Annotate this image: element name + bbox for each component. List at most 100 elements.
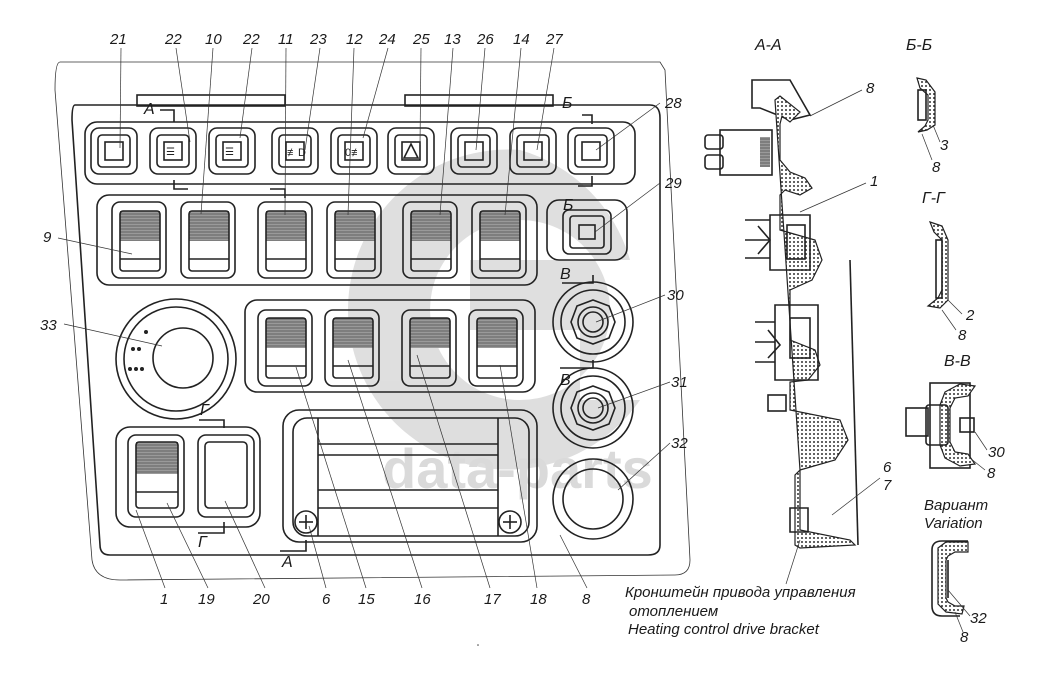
section-marks: А Б Б В В Г Г А — [143, 95, 594, 571]
callout-23: 23 — [309, 31, 327, 48]
callout-17: 17 — [484, 591, 501, 608]
callout-32: 32 — [671, 435, 688, 452]
section-aa: А-А 8 1 6 7 — [704, 37, 892, 549]
rocker-row-2 — [244, 299, 536, 393]
callout-16: 16 — [414, 591, 431, 608]
variant-title-ru: Вариант — [924, 497, 988, 514]
callout-18: 18 — [530, 591, 547, 608]
section-bb-callout-8: 8 — [932, 159, 941, 176]
button-29[interactable] — [546, 199, 628, 261]
section-variant: Вариант Variation 32 8 — [924, 497, 988, 646]
rocker-row-1 — [96, 194, 538, 286]
callout-1: 1 — [160, 591, 168, 608]
section-aa-callout-7: 7 — [883, 477, 892, 494]
rocker-16[interactable] — [324, 309, 380, 387]
callout-27: 27 — [545, 31, 563, 48]
rocker-13[interactable] — [402, 201, 458, 279]
low-beam-icon: ☰ — [225, 147, 234, 158]
plug-32[interactable] — [552, 458, 634, 540]
callout-22b: 22 — [242, 31, 260, 48]
section-aa-callout-1: 1 — [870, 173, 878, 190]
rocker-17[interactable] — [401, 309, 457, 387]
section-mark-a-top: А — [143, 101, 155, 118]
callout-6: 6 — [322, 591, 331, 608]
button-28[interactable] — [567, 127, 615, 175]
bottom-switch-block — [115, 426, 261, 528]
section-gg-title: Г-Г — [922, 190, 946, 207]
section-vv-title: В-В — [944, 353, 971, 370]
section-bb-title: Б-Б — [906, 37, 932, 54]
callout-33: 33 — [40, 317, 57, 334]
section-gg-callout-2: 2 — [965, 307, 975, 324]
callout-8: 8 — [582, 591, 591, 608]
switch-20[interactable] — [197, 434, 255, 518]
callout-19: 19 — [198, 591, 215, 608]
hazard-triangle-icon — [402, 142, 420, 159]
button-low-beam[interactable]: ☰ — [208, 127, 256, 175]
rocker-11[interactable] — [257, 201, 313, 279]
callout-20: 20 — [252, 591, 270, 608]
button-high-beam[interactable]: ☰ — [149, 127, 197, 175]
rocker-19[interactable] — [127, 434, 185, 518]
section-bb-callout-3: 3 — [940, 137, 949, 154]
rocker-18[interactable] — [468, 309, 524, 387]
callout-14: 14 — [513, 31, 530, 48]
callout-9: 9 — [43, 229, 52, 246]
section-aa-title: А-А — [754, 37, 782, 54]
rocker-14[interactable] — [471, 201, 527, 279]
section-mark-b-top: Б — [562, 95, 572, 112]
caption: Кронштейн привода управления отоплением … — [625, 539, 856, 638]
rocker-15[interactable] — [257, 309, 313, 387]
caption-en: Heating control drive bracket — [628, 621, 820, 638]
screw-left-icon — [294, 510, 318, 534]
rear-fog-icon: 0≢ — [345, 147, 362, 159]
section-gg: Г-Г 2 8 — [922, 190, 975, 344]
callout-21: 21 — [109, 31, 127, 48]
callout-10: 10 — [205, 31, 222, 48]
heater-control-grille[interactable] — [282, 409, 538, 543]
button-front-fog[interactable]: ≢D — [271, 127, 319, 175]
button-rear-fog[interactable]: 0≢ — [330, 127, 378, 175]
variant-callout-32: 32 — [970, 610, 987, 627]
button-21[interactable] — [90, 127, 138, 175]
caption-ru-line1: Кронштейн привода управления — [625, 584, 856, 601]
section-gg-callout-8: 8 — [958, 327, 967, 344]
callout-15: 15 — [358, 591, 375, 608]
callout-30: 30 — [667, 287, 684, 304]
bottom-callouts: 1 19 20 6 15 16 17 18 8 — [135, 354, 591, 608]
variant-callout-8: 8 — [960, 629, 969, 646]
rocker-10[interactable] — [180, 201, 236, 279]
rocker-12[interactable] — [326, 201, 382, 279]
callout-24: 24 — [378, 31, 396, 48]
section-vv-callout-30: 30 — [988, 444, 1005, 461]
side-callouts: 9 33 28 29 30 31 32 — [40, 95, 688, 491]
callout-31: 31 — [671, 374, 688, 391]
section-vv-callout-8: 8 — [987, 465, 996, 482]
button-hazard[interactable] — [387, 127, 435, 175]
stray-dot — [477, 644, 479, 646]
callout-11: 11 — [278, 31, 294, 48]
high-beam-icon: ☰ — [166, 147, 175, 158]
callout-22a: 22 — [164, 31, 182, 48]
rotary-knob-33[interactable] — [115, 298, 237, 420]
callout-12: 12 — [346, 31, 363, 48]
section-mark-a-bottom: А — [281, 554, 293, 571]
screw-right-icon — [498, 510, 522, 534]
caption-ru-line2: отоплением — [629, 603, 718, 620]
section-mark-g-bottom: Г — [198, 534, 208, 551]
front-fog-icon: ≢D — [287, 147, 306, 159]
button-26[interactable] — [450, 127, 498, 175]
section-mark-g-top: Г — [200, 402, 210, 419]
callout-26: 26 — [476, 31, 494, 48]
variant-title-en: Variation — [924, 515, 983, 532]
section-bb: Б-Б 3 8 — [906, 37, 949, 176]
callout-28: 28 — [664, 95, 682, 112]
section-mark-v-1: В — [560, 266, 571, 283]
callout-25: 25 — [412, 31, 430, 48]
section-aa-callout-8: 8 — [866, 80, 875, 97]
rocker-9[interactable] — [111, 201, 167, 279]
top-callouts: 21 22 10 22 11 23 12 24 25 13 26 14 27 — [109, 31, 563, 216]
section-aa-callout-6: 6 — [883, 459, 892, 476]
button-27[interactable] — [509, 127, 557, 175]
